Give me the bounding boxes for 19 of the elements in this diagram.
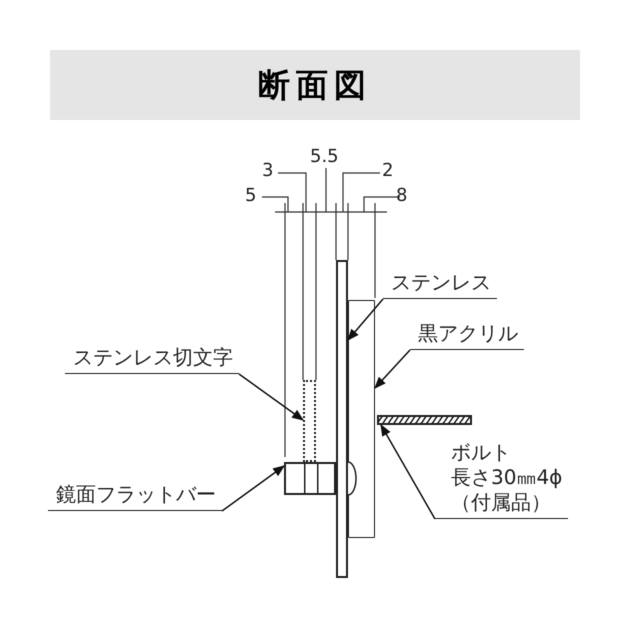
dimension-label: 5 xyxy=(245,185,256,207)
callout-label: 黒アクリル xyxy=(410,321,524,350)
callout-label: ステンレス xyxy=(383,270,497,299)
callout-label: ステンレス切文字 xyxy=(65,345,239,374)
callout-label: 鏡面フラットバー xyxy=(48,482,222,511)
leader-line xyxy=(238,373,304,421)
title: 断面図 xyxy=(258,66,372,104)
dimension-label: 3 xyxy=(262,160,274,182)
bolt xyxy=(377,415,472,425)
leader-line xyxy=(374,350,411,389)
dimension-label: 8 xyxy=(396,185,408,207)
acrylic-block xyxy=(348,300,375,538)
dimension-label: 2 xyxy=(382,160,394,182)
leader-line xyxy=(222,465,285,512)
flat-bar xyxy=(284,462,336,495)
dimension-label: 5.5 xyxy=(310,146,339,168)
callout-label: ボルト 長さ30㎜4ϕ （付属品） xyxy=(435,440,568,519)
leader-line xyxy=(380,424,436,520)
leader-line xyxy=(347,298,384,341)
